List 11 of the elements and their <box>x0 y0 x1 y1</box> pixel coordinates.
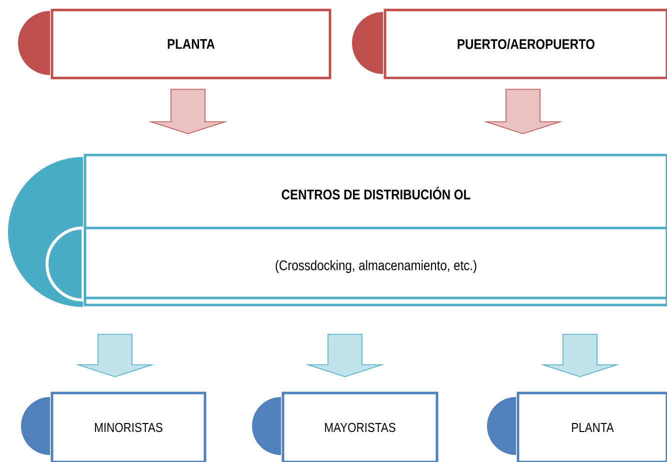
location-box: MAYORISTAS <box>282 392 438 462</box>
location-box: PUERTO/AEROPUERTO <box>384 8 667 80</box>
block-arrow <box>148 88 228 134</box>
location-box: PLANTA <box>50 8 332 80</box>
distribution-box: CENTROS DE DISTRIBUCIÓN OL (Crossdocking, almacenamiento, etc.) <box>84 154 667 306</box>
location-box: PLANTA <box>516 392 667 462</box>
block-arrow <box>540 334 620 378</box>
block-arrow <box>75 334 155 378</box>
location-box: MINORISTAS <box>50 392 206 462</box>
block-arrow <box>483 88 563 134</box>
block-arrow <box>305 334 385 378</box>
